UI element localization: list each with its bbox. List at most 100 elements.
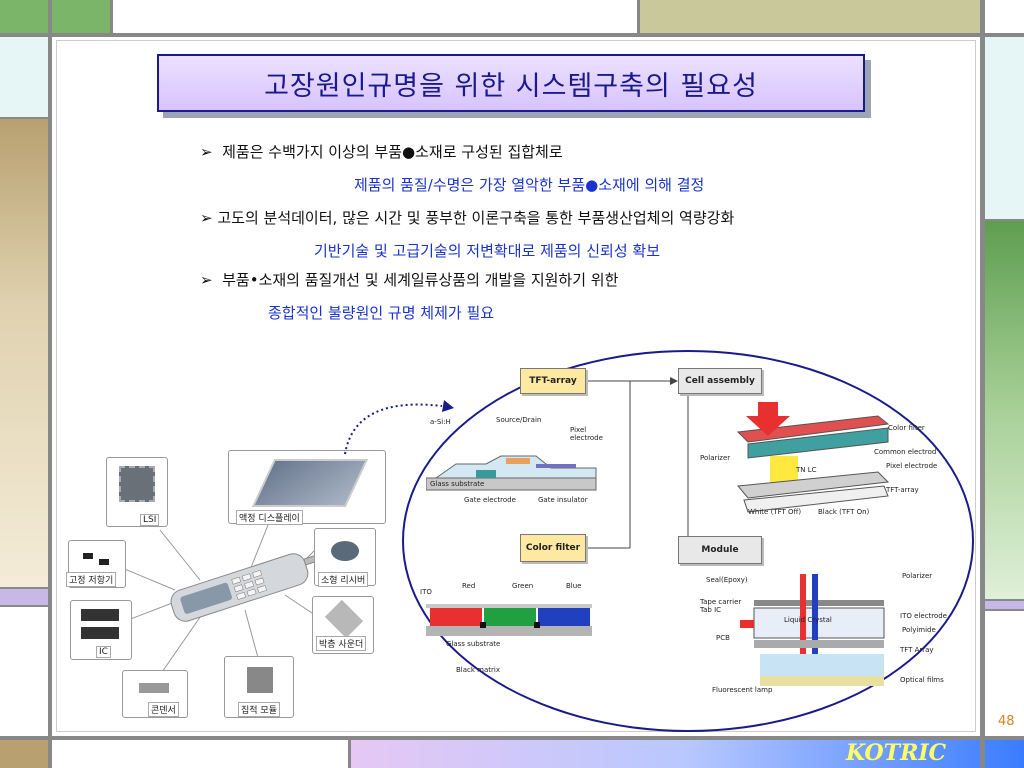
speaker-label: 박층 사운더 (316, 636, 367, 651)
bullet-3: ➢ 부품•소재의 품질개선 및 세계일류상품의 개발을 지원하기 위한 (200, 269, 618, 290)
cf-label-black-matrix: Black matrix (456, 666, 500, 674)
frame-block-right-lavender (985, 600, 1024, 610)
frame-line (637, 0, 640, 33)
bullet-1: ➢ 제품은 수백가지 이상의 부품●소재로 구성된 집합체로 (200, 141, 563, 162)
cell-label-common-electrode: Common electrod (874, 448, 937, 456)
cell-label-tft-array: TFT-array (886, 486, 919, 494)
frame-line (0, 605, 48, 607)
cf-label-ito: ITO (420, 588, 432, 596)
frame-line (348, 740, 351, 768)
ic-label: IC (96, 646, 111, 658)
tft-label-gate-electrode: Gate electrode (464, 496, 516, 504)
capacitor-label: 콘덴서 (148, 702, 179, 717)
receiver-label: 소형 리시버 (318, 572, 369, 587)
bullet-2-text: 고도의 분석데이터, 많은 시간 및 풍부한 이론구축을 통한 부품생산업체의 … (217, 209, 735, 227)
slide-title-box: 고장원인규명을 위한 시스템구축의 필요성 (157, 54, 865, 112)
frame-block-bottom-gradient (350, 740, 1024, 768)
frame-line (110, 0, 113, 33)
frame-line (48, 0, 52, 768)
module-label-tape-carrier: Tape carrier (700, 598, 742, 606)
content-border (56, 40, 976, 732)
capacitor-icon (139, 683, 169, 693)
module-label-fluorescent-lamp: Fluorescent lamp (712, 686, 773, 694)
bullet-1-text: 제품은 수백가지 이상의 부품●소재로 구성된 집합체로 (222, 143, 563, 161)
flow-color-filter: Color filter (520, 534, 586, 562)
module-label-optical-films: Optical films (900, 676, 944, 684)
frame-block-bottom-left-tan (0, 740, 48, 768)
frame-line (985, 219, 1024, 221)
frame-line (0, 736, 1024, 740)
page-number: 48 (998, 714, 1015, 729)
cell-label-white: White (TFT Off) (748, 508, 802, 516)
ic-chip-icon (81, 627, 119, 639)
tft-label-source-drain: Source/Drain (496, 416, 542, 424)
module-label-tft-array: TFT Array (900, 646, 934, 654)
frame-block-right-green (985, 221, 1024, 600)
frame-block-top-olive (640, 0, 980, 33)
lcd-panel-icon (251, 459, 369, 507)
bullet-2-sub: 기반기술 및 고급기술의 저변확대로 제품의 신뢰성 확보 (314, 242, 661, 260)
module-label-polarizer: Polarizer (902, 572, 933, 580)
tft-cross-section (426, 455, 597, 491)
flow-tft-array: TFT-array (520, 368, 586, 394)
color-filter-cross-section (426, 604, 592, 636)
frame-line (0, 587, 48, 589)
bullet-2: ➢ 고도의 분석데이터, 많은 시간 및 풍부한 이론구축을 통한 부품생산업체… (200, 207, 734, 228)
cell-label-tn-lc: TN LC (796, 466, 817, 474)
tft-label-glass-substrate: Glass substrate (430, 480, 485, 488)
lcd-process-diagram: TFT-array Cell assembly Color filter Mod… (400, 350, 980, 740)
module-label-tab-ic: Tab IC (700, 606, 722, 614)
receiver-icon (331, 541, 359, 561)
cell-label-pixel-electrode: Pixel electrode (886, 462, 938, 470)
frame-block-left-tan (0, 119, 48, 589)
module-label-ito-electrode: ITO electrode (900, 612, 947, 620)
module-label: 집적 모듈 (238, 702, 280, 717)
dotted-arrow (344, 400, 454, 455)
cf-label-green: Green (512, 582, 534, 590)
cell-assembly-illustration (736, 402, 890, 513)
bullet-marker-icon: ➢ (200, 209, 213, 227)
frame-block-left-lavender (0, 589, 48, 606)
module-label-polyimide: Polyimide (902, 626, 936, 634)
lcd-label: 액정 디스플레이 (236, 510, 303, 525)
frame-line (980, 0, 985, 768)
frame-line (985, 599, 1024, 601)
speaker-icon (324, 599, 364, 639)
bullet-3-text: 부품•소재의 품질개선 및 세계일류상품의 개발을 지원하기 위한 (222, 271, 619, 289)
cell-label-color-filter: Color filter (888, 424, 925, 432)
resistor-label: 고정 저항기 (66, 572, 117, 587)
frame-block-right-cyan (985, 33, 1024, 221)
lsi-box (106, 457, 168, 527)
frame-block-top-left-green (0, 0, 110, 33)
module-icon (247, 667, 273, 693)
resistor-icon (83, 553, 93, 559)
tft-label-pixel-electrode: Pixel electrode (570, 426, 603, 442)
bullet-marker-icon: ➢ (200, 271, 213, 289)
module-label-seal: Seal(Epoxy) (706, 576, 748, 584)
module-cross-section (740, 574, 885, 686)
lsi-label: LSI (140, 514, 160, 526)
module-label-pcb: PCB (716, 634, 730, 642)
bullet-marker-icon: ➢ (200, 143, 213, 161)
frame-line (0, 117, 48, 119)
resistor-icon (99, 559, 109, 565)
slide-title: 고장원인규명을 위한 시스템구축의 필요성 (264, 70, 758, 102)
frame-line (985, 609, 1024, 611)
frame-line (0, 33, 1024, 37)
ic-chip-icon (81, 609, 119, 621)
tft-label-gate-insulator: Gate insulator (538, 496, 588, 504)
lsi-chip-icon (119, 466, 155, 502)
bullet-3-sub: 종합적인 불량원인 규명 체제가 필요 (268, 304, 495, 322)
cell-label-black: Black (TFT On) (818, 508, 870, 516)
module-label-liquid-crystal: Liquid Crystal (784, 616, 832, 624)
frame-block-left-cyan (0, 33, 48, 119)
flow-cell-assembly: Cell assembly (678, 368, 762, 394)
cell-label-polarizer: Polarizer (700, 454, 731, 462)
phone-diagram: LSI 액정 디스플레이 고정 저항기 소형 리시버 IC 박층 사운더 콘덴서… (60, 400, 454, 730)
cf-label-glass-substrate: Glass substrate (446, 640, 501, 648)
flow-module: Module (678, 536, 762, 564)
bullet-1-sub: 제품의 품질/수명은 가장 열악한 부품●소재에 의해 결정 (354, 176, 705, 194)
cf-label-red: Red (462, 582, 476, 590)
tft-label-asih: a-Si:H (430, 418, 451, 426)
